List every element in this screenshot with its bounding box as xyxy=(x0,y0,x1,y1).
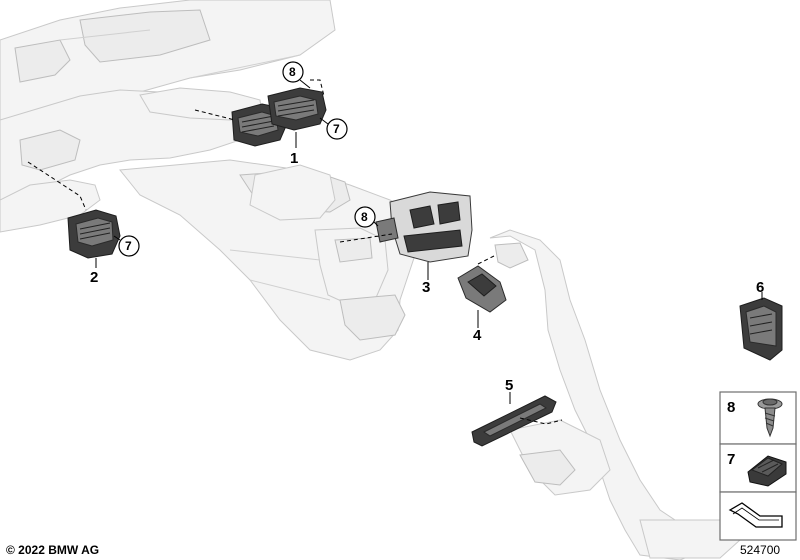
part-3-rear-vent-panel xyxy=(375,191,473,263)
legend-pad-label: 7 xyxy=(727,451,735,468)
callout-8b: 8 xyxy=(361,210,368,224)
part-5-trim-strip xyxy=(471,395,557,447)
diagram-id: 524700 xyxy=(740,543,780,557)
callout-1: 1 xyxy=(290,150,298,167)
air-duct-ghost xyxy=(489,229,741,560)
leader-lines xyxy=(27,79,763,425)
callout-5: 5 xyxy=(505,377,513,394)
callout-circle-8b xyxy=(354,206,376,228)
callout-6: 6 xyxy=(756,279,764,296)
callout-circle-7b xyxy=(118,235,140,257)
part-1-center-vents xyxy=(231,87,327,147)
part-6-grille-insert xyxy=(739,297,783,361)
legend-panel: 8 7 xyxy=(719,391,797,541)
callout-2: 2 xyxy=(90,269,98,286)
dashboard-ghost xyxy=(0,0,336,233)
rubber-pad-icon xyxy=(747,455,787,487)
part-4-bracket xyxy=(457,265,507,313)
callout-7b: 7 xyxy=(125,239,132,253)
callout-7a: 7 xyxy=(333,122,340,136)
callout-8a: 8 xyxy=(289,65,296,79)
arrow-symbol-icon xyxy=(728,502,783,528)
callout-circle-8a xyxy=(282,61,304,83)
screw-icon xyxy=(757,398,783,438)
callout-4: 4 xyxy=(473,327,482,344)
copyright-text: © 2022 BMW AG xyxy=(6,543,99,557)
callout-3: 3 xyxy=(422,279,430,296)
callout-circle-7a xyxy=(326,118,348,140)
center-console-ghost xyxy=(119,159,421,361)
callouts: 1 2 3 4 5 6 8 7 7 8 xyxy=(90,61,764,394)
legend-screw-label: 8 xyxy=(727,399,735,416)
part-2-side-vent xyxy=(67,209,121,259)
